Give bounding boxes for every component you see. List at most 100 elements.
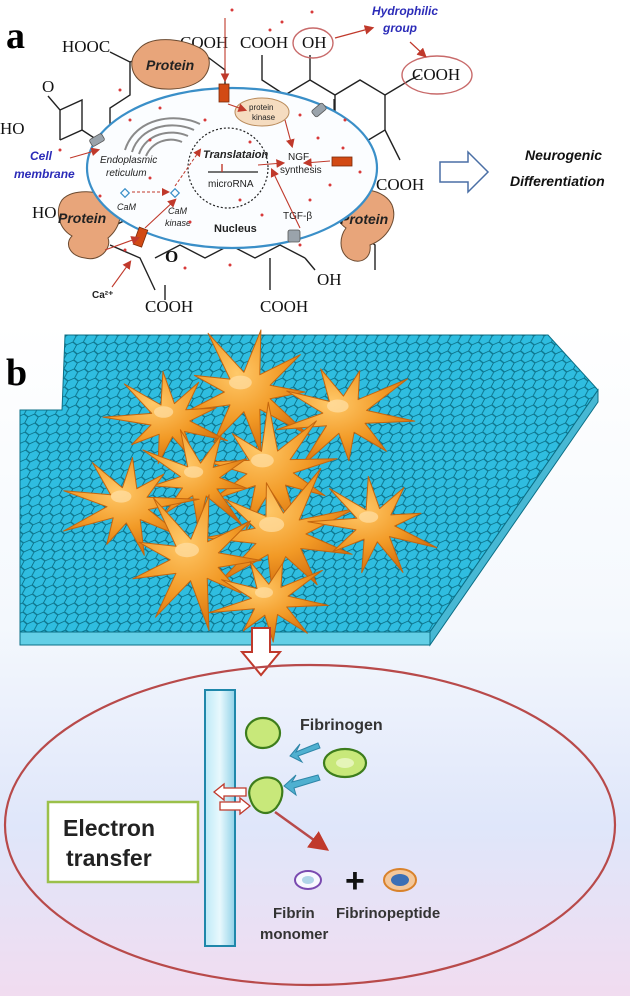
kinase-to-nucleus-arrow xyxy=(174,148,202,187)
cooh-bottom-2: COOH xyxy=(260,297,308,316)
neuron-cell xyxy=(132,494,262,631)
cell-membrane-label-line1: Cell xyxy=(30,149,53,163)
electrode-bar xyxy=(204,689,236,947)
ngf-label-line1: NGF xyxy=(288,152,309,163)
cam-kinase-line1: CaM xyxy=(168,206,188,216)
hydrophilic-arrow-1 xyxy=(334,25,375,39)
cooh-top-2: COOH xyxy=(240,33,288,52)
cooh-highlight-circle xyxy=(401,55,473,95)
er-label-line2: reticulum xyxy=(106,168,147,179)
neuron-cell-highlight xyxy=(154,406,174,418)
electron-transfer-box xyxy=(46,800,200,884)
cell-membrane-arrow xyxy=(69,147,101,159)
hydrophilic-label-line2: group xyxy=(382,21,417,35)
endoplasmic-reticulum xyxy=(124,117,201,157)
neuron-cell-highlight xyxy=(175,542,199,558)
nucleus-label: Nucleus xyxy=(214,223,257,235)
fibrinopeptide-core xyxy=(391,874,409,886)
channel-right xyxy=(331,156,353,167)
neuron-cell-highlight xyxy=(259,516,285,533)
neuron-cell xyxy=(208,561,329,643)
neuron-cell-highlight xyxy=(111,490,132,503)
oh-highlight-circle xyxy=(292,27,334,59)
oh-bottom: OH xyxy=(317,270,342,289)
ho-left-lower: HO xyxy=(32,203,57,222)
channel-top xyxy=(218,83,230,103)
epoxide-o: O xyxy=(165,247,178,266)
fibrinogen-arrow-1 xyxy=(289,742,321,764)
ion-dots xyxy=(58,8,362,270)
calcium-arrow xyxy=(111,260,132,288)
fibrinogen-adsorbed-1 xyxy=(244,716,282,750)
cooh-bottom-1: COOH xyxy=(145,297,193,316)
neuron-cell-highlight xyxy=(327,399,349,413)
cell-membrane-label-line2: membrane xyxy=(14,167,75,181)
oh-top: OH xyxy=(302,33,327,52)
signal-arrows xyxy=(104,18,331,251)
ho-left: HO xyxy=(0,119,25,138)
neuron-cell-highlight xyxy=(359,511,379,523)
receptor-left xyxy=(89,133,105,147)
electron-transfer-line1: Electron xyxy=(63,815,155,841)
hydrophilic-label-line1: Hydrophilic xyxy=(372,4,438,18)
receptor-right-bottom xyxy=(287,229,301,243)
translation-label: Translataion xyxy=(203,149,268,161)
plus-sign: + xyxy=(345,862,365,900)
cooh-right: COOH xyxy=(376,175,424,194)
neuron-cell xyxy=(63,457,200,556)
protein-blob-left: Protein xyxy=(57,191,121,260)
neuron-cell xyxy=(207,401,338,534)
protein-label-left: Protein xyxy=(58,210,106,226)
hooc-top-left: HOOC xyxy=(62,37,110,56)
microrna-label: microRNA xyxy=(208,179,254,190)
membrane-receptors xyxy=(89,102,327,243)
neurogenic-label-line1: Neurogenic xyxy=(525,147,602,163)
fibrinogen-arrow-2 xyxy=(283,774,321,797)
cooh-top-right: COOH xyxy=(412,65,460,84)
cam-kinase-line2: kinase xyxy=(165,218,191,228)
fibrinogen-free-highlight xyxy=(336,758,354,768)
electron-transfer-line2: transfer xyxy=(66,845,152,871)
zoom-ellipse xyxy=(3,663,617,987)
cam-kinase-icon xyxy=(169,187,181,199)
protein-label-top: Protein xyxy=(146,57,194,73)
o-left: O xyxy=(42,77,54,96)
er-label-line1: Endoplasmic xyxy=(100,155,157,166)
cam-icon xyxy=(119,187,131,199)
cells-cluster xyxy=(63,329,438,643)
panel-a: a HOOC COOH COOH OH COOH xyxy=(0,4,605,316)
neuron-cell xyxy=(142,429,248,530)
panel-a-letter: a xyxy=(6,15,25,57)
neurogenic-label-line2: Differentiation xyxy=(510,173,605,189)
panel-b-letter: b xyxy=(6,352,27,394)
neuron-cell xyxy=(276,368,416,468)
neuron-cell-highlight xyxy=(251,453,274,468)
protein-blob-top: Protein xyxy=(131,39,210,90)
fibrinopeptide-label: Fibrinopeptide xyxy=(336,905,440,922)
fibrinogen-adsorbed-2 xyxy=(248,776,284,815)
protein-label-right: Protein xyxy=(340,211,388,227)
neuron-cell-highlight xyxy=(255,587,273,598)
tgf-beta-label: TGF-β xyxy=(283,211,312,222)
fibrinogen-label: Fibrinogen xyxy=(300,717,383,734)
fibrin-monomer-line2: monomer xyxy=(260,926,329,943)
calcium-label: Ca²⁺ xyxy=(92,290,113,301)
neuron-cell-highlight xyxy=(229,375,252,390)
electron-transfer-arrows xyxy=(212,782,252,816)
ngf-label-line2: synthesis xyxy=(280,165,322,176)
down-arrow xyxy=(239,627,283,677)
neuron-cell-highlight xyxy=(184,466,204,478)
receptor-right-top xyxy=(311,102,327,118)
neuron-cell xyxy=(188,329,310,455)
panel-b: b Fibrinog xyxy=(0,322,630,996)
hydrophilic-arrow-2 xyxy=(409,41,427,58)
neuron-cell xyxy=(307,475,438,574)
channel-bottom-left xyxy=(132,226,149,248)
reaction-arrow xyxy=(274,810,330,851)
differentiation-arrow xyxy=(439,150,490,194)
fibrin-monomer-line1: Fibrin xyxy=(273,905,315,922)
protein-kinase-ellipse xyxy=(234,97,290,127)
protein-kinase-line2: kinase xyxy=(252,113,276,122)
fibrin-monomer-core xyxy=(302,876,314,884)
